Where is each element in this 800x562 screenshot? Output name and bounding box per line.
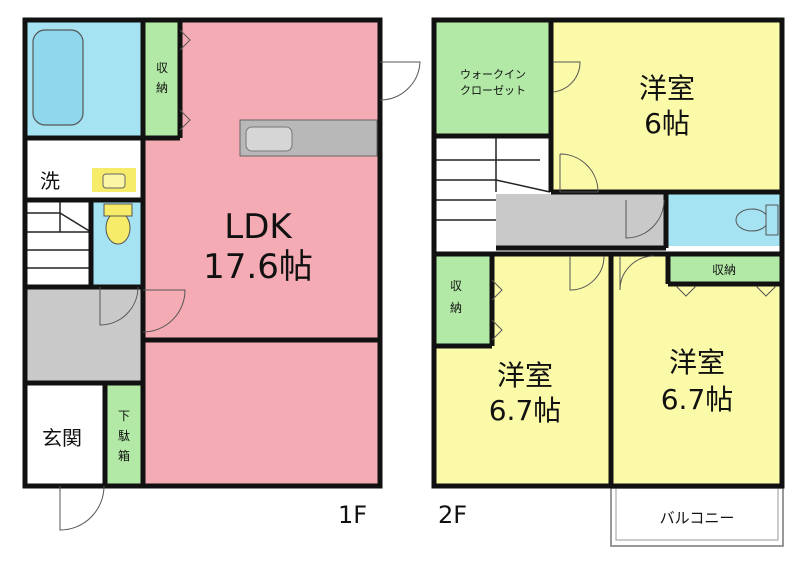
floor2-label: 2F bbox=[438, 501, 467, 529]
shoebox-char-2: 駄 bbox=[118, 428, 130, 443]
bedroom-67b-size: 6.7帖 bbox=[661, 383, 734, 416]
hall-1f bbox=[27, 287, 143, 383]
ldk-name: LDK bbox=[224, 207, 293, 247]
storage-label-1f-char: 納 bbox=[156, 81, 168, 95]
bedroom-67a-size: 6.7帖 bbox=[489, 394, 562, 427]
bedroom-67b-name: 洋室 bbox=[669, 346, 725, 379]
toilet-bowl-1f bbox=[105, 211, 131, 245]
walkin-label-2: クローゼット bbox=[460, 84, 526, 97]
bedroom-67a-name: 洋室 bbox=[497, 359, 553, 392]
bedroom-6-size: 6帖 bbox=[644, 107, 690, 140]
balcony-label: バルコニー bbox=[660, 509, 735, 527]
doors-1f bbox=[59, 29, 421, 531]
bedroom-6 bbox=[553, 22, 781, 192]
ldk-size: 17.6帖 bbox=[203, 247, 313, 287]
storage-label-1f-char: 収 bbox=[156, 61, 168, 75]
storage-right-label: 収納 bbox=[712, 263, 736, 277]
storage-left-label-1: 収 bbox=[450, 279, 462, 293]
shoebox-char-1: 下 bbox=[118, 409, 130, 423]
stairs-2f bbox=[436, 138, 496, 255]
bedroom-67-right bbox=[613, 256, 781, 486]
balcony bbox=[610, 487, 784, 547]
walkin-label-1: ウォークイン bbox=[460, 68, 526, 81]
toilet-bowl-2f bbox=[735, 208, 769, 232]
walls-1f bbox=[22, 17, 383, 489]
floor1-label: 1F bbox=[338, 501, 367, 529]
shoebox-char-3: 箱 bbox=[118, 448, 130, 463]
entrance bbox=[27, 383, 105, 486]
ldk-upper bbox=[145, 22, 380, 340]
entrance-label: 玄関 bbox=[42, 426, 82, 450]
stairs-1f bbox=[27, 200, 91, 285]
shoe-box bbox=[105, 383, 143, 486]
storage-left-label-2: 納 bbox=[450, 301, 462, 315]
ldk-lower bbox=[145, 340, 380, 486]
floor2-plan: ウォークイン クローゼット 洋室 6帖 収 納 収納 洋室 6.7帖 洋室 6.… bbox=[431, 17, 785, 547]
storage-label-1f-a: 収納 bbox=[156, 61, 168, 95]
stair-steps-2f bbox=[436, 138, 551, 221]
wash-label: 洗 bbox=[40, 169, 60, 193]
kitchen-sink bbox=[245, 126, 293, 152]
doors-2f bbox=[491, 61, 777, 341]
storage-2f-right bbox=[668, 256, 781, 284]
bathtub bbox=[32, 29, 84, 126]
hall-2f bbox=[496, 194, 666, 246]
bedroom-6-name: 洋室 bbox=[639, 72, 695, 105]
walk-in-closet bbox=[436, 22, 550, 136]
stair-steps-1f bbox=[27, 200, 92, 269]
floor1-plan: 収納 LDK 17.6帖 洗 玄関 下 駄 箱 1F bbox=[22, 17, 421, 531]
